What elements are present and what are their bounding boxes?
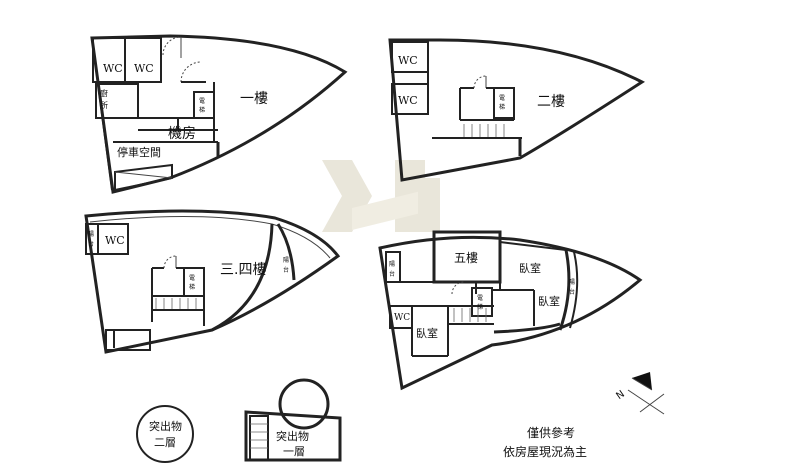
f34-elevator-label-a: 電 xyxy=(189,275,195,282)
f1-wc-left-label: WC xyxy=(103,62,123,75)
f1-kitchen-label-a: 廚 xyxy=(100,88,108,98)
f34-balcony-left-label-a: 陽 xyxy=(88,230,94,238)
floor-2-plan xyxy=(388,38,645,182)
rooftop-level-2-label-line1: 突出物 xyxy=(149,419,182,433)
f5-elevator-label-b: 梯 xyxy=(477,303,483,311)
f34-balcony-left-label-b: 台 xyxy=(88,240,94,248)
f5-bedroom-right-label: 臥室 xyxy=(538,294,560,308)
floor-5-plan xyxy=(378,230,643,391)
watermark-logo xyxy=(322,160,440,232)
f1-elevator-label-b: 梯 xyxy=(199,106,205,114)
f2-wc-top-label: WC xyxy=(398,54,418,67)
f2-elevator-label-b: 梯 xyxy=(499,103,505,111)
f34-elevator-label-b: 梯 xyxy=(189,283,195,291)
disclaimer-line2: 依房屋現況為主 xyxy=(503,444,587,459)
rooftop-level-1-label-line1: 突出物 xyxy=(276,429,309,443)
rooftop-level-2-plan xyxy=(136,405,194,463)
floor-1-plan xyxy=(90,34,348,194)
f1-machine-room-label: 機房 xyxy=(168,126,196,142)
f5-bedroom-top-label: 臥室 xyxy=(519,261,541,275)
f1-parking-label: 停車空間 xyxy=(117,145,161,159)
f2-wc-bottom-label: WC xyxy=(398,94,418,107)
f5-elevator-label-a: 電 xyxy=(477,295,483,302)
f2-elevator-label-a: 電 xyxy=(499,95,505,102)
f34-wc-label: WC xyxy=(105,234,125,247)
f34-floor-title: 三.四樓 xyxy=(220,262,266,278)
f5-balcony-right-label-a: 陽 xyxy=(569,278,575,286)
f5-balcony-left-label-b: 台 xyxy=(389,270,395,278)
north-arrow-icon xyxy=(627,372,665,415)
f1-wc-right-label: WC xyxy=(134,62,154,75)
f5-balcony-right-label-b: 台 xyxy=(569,288,575,296)
rooftop-level-1-label-line2: 一層 xyxy=(283,445,305,458)
disclaimer-line1: 僅供參考 xyxy=(527,425,575,440)
f5-floor-title: 五樓 xyxy=(454,250,478,265)
f34-balcony-right-label-a: 陽 xyxy=(283,256,289,264)
floor-3-4-plan xyxy=(84,209,341,354)
f5-balcony-left-label-a: 陽 xyxy=(389,260,395,268)
f5-wc-label: WC xyxy=(394,313,410,323)
f34-balcony-right-label-b: 台 xyxy=(283,266,289,274)
f1-kitchen-label-b: 所 xyxy=(100,100,108,110)
f2-floor-title: 二樓 xyxy=(537,94,565,110)
f1-elevator-label-a: 電 xyxy=(199,98,205,105)
f5-bedroom-left-label: 臥室 xyxy=(416,326,438,340)
north-label: N xyxy=(614,389,626,402)
rooftop-level-1-plan xyxy=(244,378,342,462)
rooftop-level-2-label-line2: 二層 xyxy=(154,436,176,449)
f1-floor-title: 一樓 xyxy=(240,91,268,107)
